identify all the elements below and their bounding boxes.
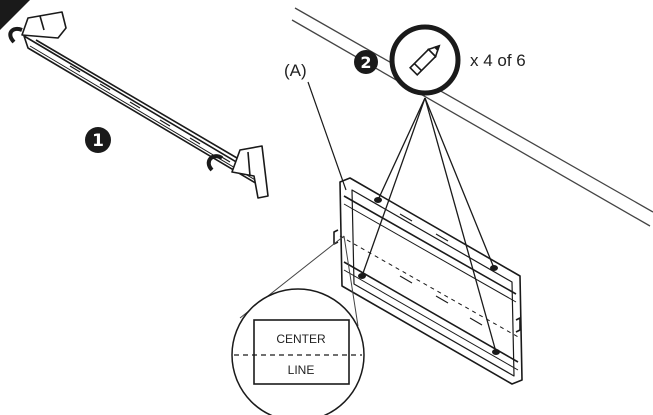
step-1-number: 1 xyxy=(92,131,104,151)
line-label: LINE xyxy=(288,363,315,377)
corner-marker xyxy=(0,0,30,30)
part-a-label: (A) xyxy=(284,61,307,80)
quantity-label: x 4 of 6 xyxy=(470,51,526,70)
step-2-badge xyxy=(354,50,378,74)
wall-rail xyxy=(8,11,269,199)
pencil-icon xyxy=(409,44,441,76)
center-line-detail: CENTER LINE xyxy=(231,235,365,415)
mounting-plate xyxy=(333,177,523,385)
part-a-leader xyxy=(307,81,347,191)
wall-edge xyxy=(291,7,653,227)
callout-leaders xyxy=(361,97,497,353)
step-1-badge xyxy=(85,127,111,153)
center-label: CENTER xyxy=(276,332,326,346)
step-2-number: 2 xyxy=(360,53,371,72)
center-line-box xyxy=(253,319,350,385)
